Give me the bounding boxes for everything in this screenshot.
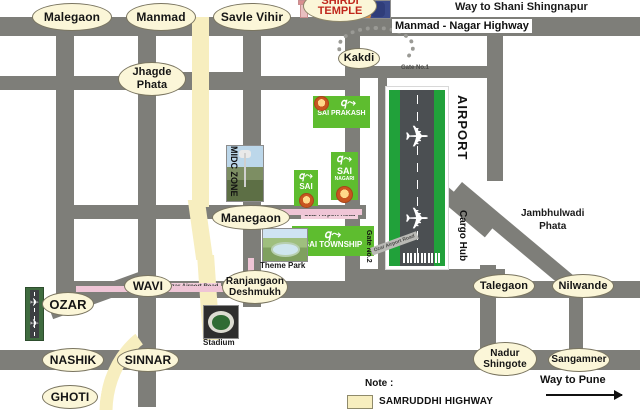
road-malegaon-vertical	[56, 17, 74, 307]
gate-no-1-label: Gate No.1	[401, 65, 430, 71]
place-malegaon[interactable]: Malegaon	[32, 3, 112, 31]
place-label: SINNAR	[124, 353, 172, 367]
jambhulwadi-phata-label: Jambhulwadi Phata	[521, 208, 585, 232]
place-savle-vihir[interactable]: Savle Vihir	[213, 3, 291, 31]
place-nadur-shingote[interactable]: Nadur Shingote	[473, 342, 537, 376]
place-jhagde-phata[interactable]: Jhagde Phata	[118, 62, 186, 96]
sai-seal-icon	[314, 96, 329, 111]
place-label: Ranjangaon Deshmukh	[225, 275, 285, 299]
road-airport-east-vertical	[487, 36, 503, 181]
place-ghoti[interactable]: GHOTI	[42, 385, 98, 409]
place-wavi[interactable]: WAVI	[124, 275, 172, 297]
place-label: Nilwande	[558, 279, 608, 292]
ring-road-kakdi-icon	[337, 26, 415, 68]
shirdi-temple-line1: SHIRDI	[321, 0, 359, 7]
place-label: Manmad	[136, 10, 186, 24]
way-to-pune-label: Way to Pune	[540, 374, 606, 386]
plane-icon: ✈	[29, 297, 40, 309]
road-gate-no-1-horizontal	[345, 66, 495, 78]
road-airport-south-horizontal	[345, 269, 505, 282]
place-manegaon[interactable]: Manegaon	[212, 205, 290, 230]
legend-label-samruddhi-highway: SAMRUDDHI HIGHWAY	[379, 396, 494, 407]
place-label: Malegaon	[43, 10, 101, 24]
way-to-pune-arrow-icon	[546, 390, 623, 400]
place-label: Savle Vihir	[220, 10, 284, 24]
place-label: WAVI	[132, 279, 164, 293]
ozar-airstrip-icon: ✈ ✈	[25, 287, 44, 341]
plane-icon: ✈	[404, 203, 430, 236]
road-pink-segment-wavi	[76, 286, 286, 292]
sai-seal-icon	[336, 186, 353, 203]
plane-icon: ✈	[29, 318, 40, 330]
way-to-shani-shingnapur-label: Way to Shani Shingnapur	[455, 1, 588, 13]
ozar-airport-road-label-center: Ozar Airport Road	[301, 211, 359, 219]
manmad-nagar-highway-label: Manmad - Nagar Highway	[392, 19, 532, 33]
midc-zone-label: MIDC ZONE	[229, 146, 239, 197]
place-label: GHOTI	[50, 390, 90, 404]
place-sinnar[interactable]: SINNAR	[117, 348, 179, 372]
place-ozar[interactable]: OZAR	[42, 292, 94, 316]
place-talegaon[interactable]: Talegaon	[473, 274, 535, 298]
cargo-hub-label: Cargo Hub	[457, 210, 468, 262]
runway-threshold-markings	[403, 253, 440, 263]
place-sangamner[interactable]: Sangamner	[548, 348, 610, 372]
road-pink-segment-ozar	[262, 209, 362, 215]
place-nashik[interactable]: NASHIK	[42, 348, 104, 372]
road-airport-west-vertical	[378, 70, 387, 282]
place-label: Manegaon	[220, 210, 282, 225]
legend: Note : SAMRUDDHI HIGHWAY	[347, 378, 595, 410]
shirdi-temple-line2: TEMPLE	[317, 5, 363, 17]
stadium-photo	[203, 305, 239, 339]
place-label: Kakdi	[343, 52, 375, 64]
airport-label: AIRPORT	[455, 95, 470, 161]
legend-note-label: Note :	[365, 378, 394, 389]
sai-seal-icon	[299, 193, 314, 208]
place-label: Talegaon	[479, 279, 529, 292]
place-label: Nadur Shingote	[483, 347, 527, 371]
place-nilwande[interactable]: Nilwande	[552, 274, 614, 298]
place-label: Jhagde Phata	[132, 66, 172, 91]
place-kakdi[interactable]: Kakdi	[338, 48, 380, 69]
stadium-label: Stadium	[203, 338, 235, 347]
theme-park-photo	[262, 228, 308, 262]
legend-swatch-samruddhi-highway	[347, 395, 373, 409]
place-label: NASHIK	[49, 353, 97, 367]
place-label: OZAR	[49, 296, 87, 312]
samruddhi-highway-north	[192, 17, 209, 207]
place-label: Sangamner	[551, 354, 607, 365]
theme-park-label: Theme Park	[260, 261, 306, 270]
plane-icon: ✈	[404, 121, 430, 154]
midc-zone-photo	[226, 145, 264, 202]
place-manmad[interactable]: Manmad	[126, 3, 196, 31]
place-ranjangaon-deshmukh[interactable]: Ranjangaon Deshmukh	[222, 270, 288, 304]
